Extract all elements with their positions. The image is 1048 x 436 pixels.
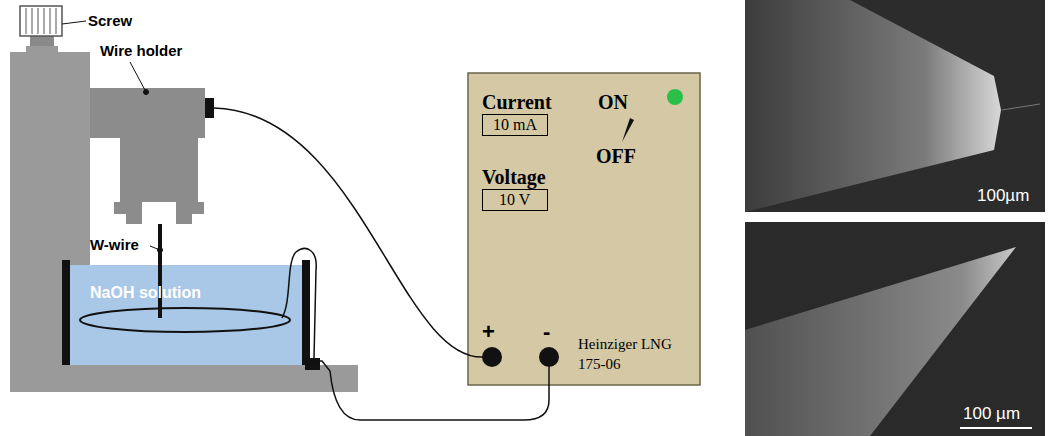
power-supply-box: Current ON OFF Voltage + - Heinziger LNG 175-0… bbox=[468, 73, 700, 385]
solution-bath: NaOH solution bbox=[62, 260, 310, 365]
sem-image-blunt bbox=[745, 0, 1045, 212]
stand bbox=[10, 36, 358, 392]
current-display: 10 mA bbox=[482, 114, 548, 136]
sem-image: 100µm bbox=[745, 0, 1045, 212]
sem-image: 100 µm bbox=[745, 222, 1045, 436]
node-text: ON bbox=[598, 91, 628, 114]
naoh-bath bbox=[62, 249, 320, 370]
voltage-display: 10 V bbox=[482, 189, 548, 211]
part-label: Screw bbox=[88, 12, 132, 29]
power-supply bbox=[468, 73, 700, 385]
positive-wire bbox=[214, 108, 484, 357]
node-text: 100 µm bbox=[963, 404, 1020, 424]
node-text: 100µm bbox=[977, 186, 1029, 206]
screw-knob bbox=[20, 6, 62, 36]
node-text: OFF bbox=[596, 145, 636, 168]
node-text: 10 V bbox=[499, 191, 530, 209]
tungsten-wire bbox=[158, 224, 162, 318]
node-text: + bbox=[482, 319, 495, 345]
node-text: Voltage bbox=[482, 166, 546, 189]
node-text: Heinziger LNG 175-06 bbox=[578, 334, 696, 375]
node-text: NaOH solution bbox=[90, 284, 201, 302]
node-text: Current bbox=[482, 91, 552, 114]
node-text: - bbox=[543, 319, 550, 345]
node-text: 10 mA bbox=[493, 116, 537, 134]
sem-image-sharp bbox=[745, 222, 1045, 436]
part-label: Wire holder bbox=[100, 42, 182, 59]
part-label: W-wire bbox=[90, 236, 139, 253]
negative-wire bbox=[310, 361, 549, 420]
wire-holder bbox=[90, 88, 214, 224]
